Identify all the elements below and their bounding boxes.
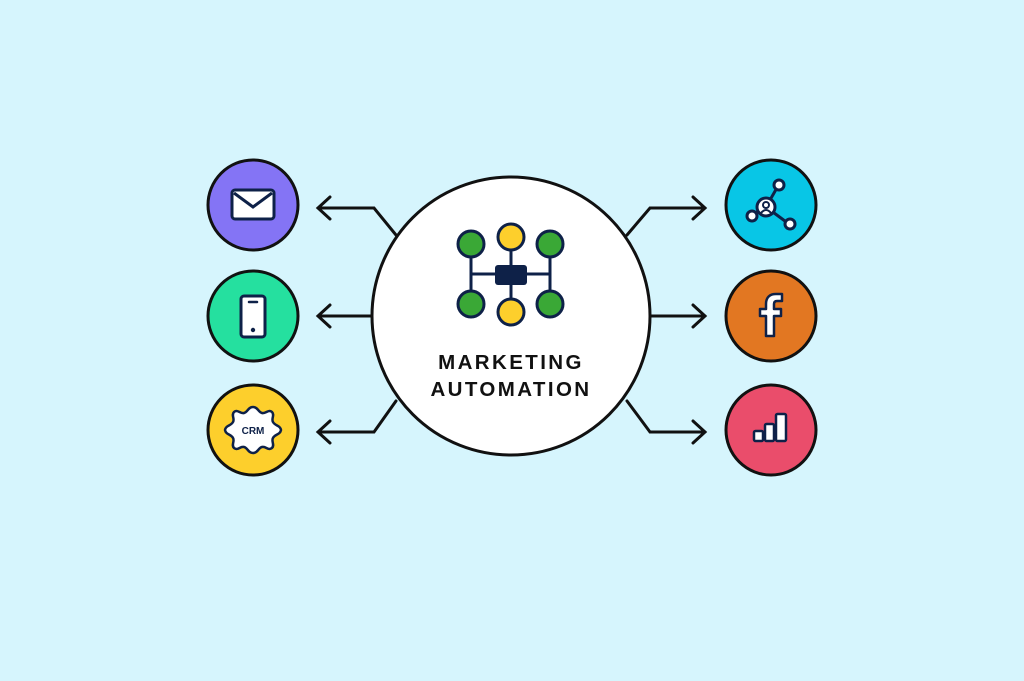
arrow-to-email	[315, 195, 398, 237]
central-hub: MARKETING AUTOMATION	[370, 175, 652, 457]
crm-label: CRM	[242, 426, 265, 437]
node-crm[interactable]: CRM	[206, 383, 300, 477]
arrow-to-analytics	[625, 399, 708, 445]
crm-gear-icon: CRM	[223, 405, 283, 455]
hub-title-line2: AUTOMATION	[430, 378, 591, 401]
arrow-to-crm	[315, 399, 398, 445]
arrow-to-mobile	[315, 303, 374, 329]
envelope-icon	[230, 188, 276, 221]
arrow-to-network	[625, 195, 708, 237]
connectors	[315, 195, 708, 445]
node-mobile[interactable]	[206, 269, 300, 363]
node-facebook[interactable]	[724, 269, 818, 363]
arrow-to-facebook	[648, 303, 708, 329]
bar-chart-icon	[752, 412, 788, 443]
node-network[interactable]	[724, 158, 818, 252]
facebook-icon	[758, 292, 784, 338]
node-analytics[interactable]	[724, 383, 818, 477]
node-email[interactable]	[206, 158, 300, 252]
user-network-icon	[745, 178, 797, 231]
smartphone-icon	[239, 294, 267, 339]
workflow-network-icon	[456, 222, 565, 327]
hub-title-line1: MARKETING	[438, 351, 584, 374]
